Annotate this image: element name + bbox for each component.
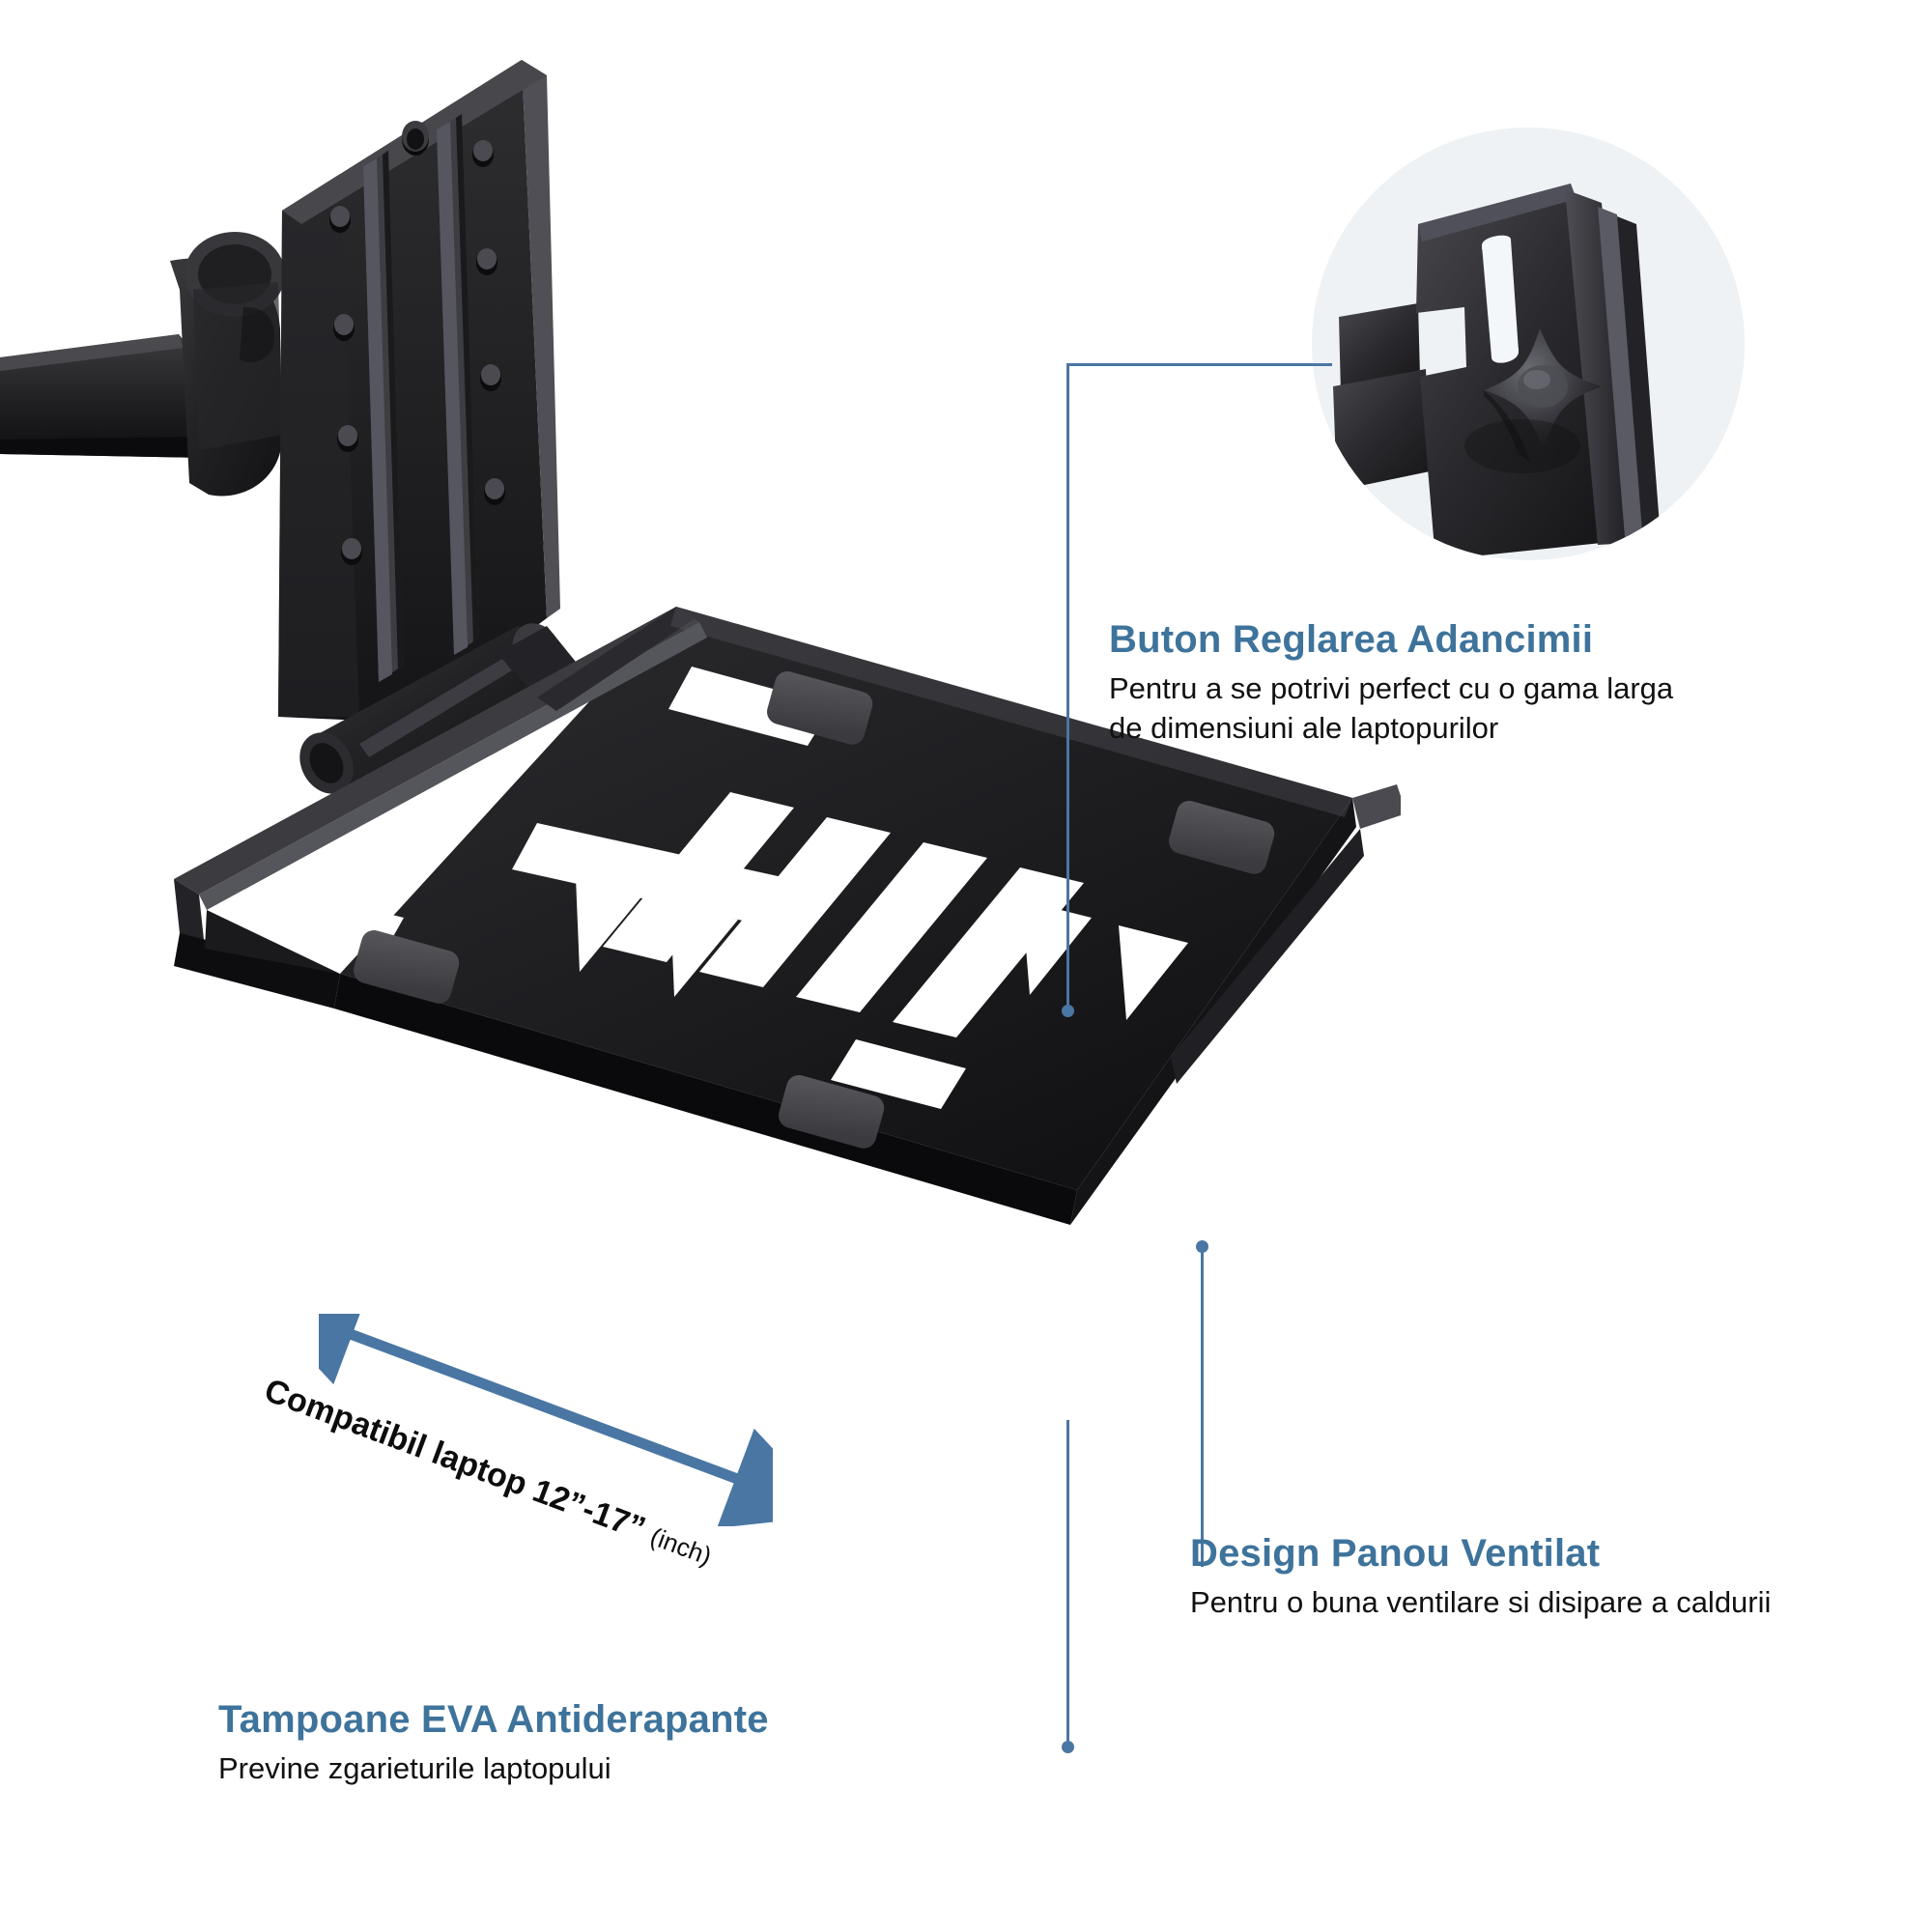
laptop-tray (174, 607, 1401, 1225)
callout-depth-knob-title: Buton Reglarea Adancimii (1109, 618, 1594, 661)
leader-line-depth-vertical (1066, 363, 1069, 1010)
depth-knob-inset (1312, 128, 1745, 560)
leader-dot-vent (1196, 1240, 1208, 1253)
leader-dot-pads (1062, 1741, 1074, 1753)
leader-line-pads (1066, 1420, 1069, 1747)
eva-pad (354, 930, 460, 1004)
callout-eva-pads-title: Tampoane EVA Antiderapante (218, 1698, 769, 1741)
eva-pad (767, 671, 873, 745)
eva-pad (1169, 801, 1275, 874)
star-knob-icon (1484, 328, 1602, 462)
eva-pad (779, 1075, 885, 1149)
leader-dot-depth (1062, 1005, 1074, 1017)
callout-depth-knob: Buton Reglarea Adancimii Pentru a se pot… (1109, 618, 1882, 749)
callout-vented-panel-body: Pentru o buna ventilare si disipare a ca… (1190, 1585, 1772, 1619)
callout-vented-panel-title: Design Panou Ventilat (1190, 1532, 1601, 1575)
callout-eva-pads-body: Previne zgarieturile laptopului (218, 1751, 611, 1785)
monitor-arm (0, 232, 285, 497)
vesa-plate (278, 60, 560, 723)
dimension-arrow (319, 1314, 773, 1526)
product-illustration (0, 60, 1401, 1225)
callout-depth-knob-body: Pentru a se potrivi perfect cu o gama la… (1109, 671, 1674, 745)
callout-vented-panel: Design Panou Ventilat Pentru o buna vent… (1190, 1532, 1932, 1623)
dimension-unit: (inch) (646, 1521, 716, 1572)
leader-line-vent (1201, 1246, 1204, 1567)
leader-line-depth-horizontal (1066, 363, 1332, 366)
callout-eva-pads: Tampoane EVA Antiderapante Previne zgari… (218, 1698, 1068, 1789)
